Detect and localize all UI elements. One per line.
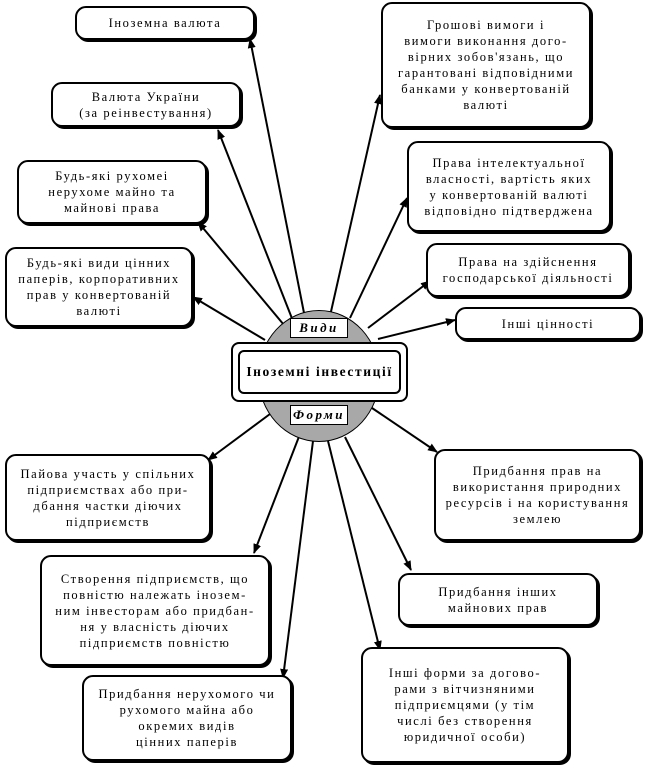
type-node-4: Будь-які види цінних паперів, корпоратив… <box>5 247 193 327</box>
arrow-types-1 <box>247 38 306 319</box>
form-node-6: Інші форми за догово- рами з вітчизняним… <box>361 647 569 763</box>
central-title: Іноземні інвестиції <box>238 350 401 394</box>
form-node-5: Придбання інших майнових прав <box>398 573 598 626</box>
arrow-forms-6 <box>327 440 382 651</box>
arrow-forms-5 <box>344 436 412 571</box>
arrow-forms-2 <box>253 433 301 554</box>
arrow-forms-3 <box>280 440 314 679</box>
arrow-types-7 <box>367 280 431 329</box>
type-node-6: Права інтелектуальної власності, вартіст… <box>407 141 611 232</box>
arrow-forms-1 <box>207 413 271 461</box>
arrow-types-6 <box>349 197 408 319</box>
central-node: Іноземні інвестиції <box>231 342 408 402</box>
form-node-1: Пайова участь у спільних підприємствах а… <box>5 454 211 541</box>
arrow-types-2 <box>217 129 294 322</box>
arrow-types-3 <box>197 221 285 326</box>
arrow-types-4 <box>192 296 266 341</box>
type-node-5: Грошові вимоги і вимоги виконання дого- … <box>381 2 591 128</box>
forms-label: Форми <box>290 405 348 425</box>
arrow-types-8 <box>377 318 456 340</box>
form-node-3: Придбання нерухомого чи рухомого майна а… <box>82 675 292 761</box>
type-node-8: Інші цінності <box>455 307 641 340</box>
arrow-forms-4 <box>371 407 438 453</box>
type-node-3: Будь-які рухомеі нерухоме майно та майно… <box>17 160 207 224</box>
form-node-4: Придбання прав на використання природних… <box>434 449 641 541</box>
types-label: Види <box>290 318 348 338</box>
form-node-2: Створення підприємств, що повністю належ… <box>40 555 270 666</box>
type-node-2: Валюта України (за реінвестування) <box>51 82 241 127</box>
type-node-1: Іноземна валюта <box>75 6 255 40</box>
type-node-7: Права на здійснення господарської діяльн… <box>426 243 630 297</box>
arrow-types-5 <box>329 94 382 317</box>
